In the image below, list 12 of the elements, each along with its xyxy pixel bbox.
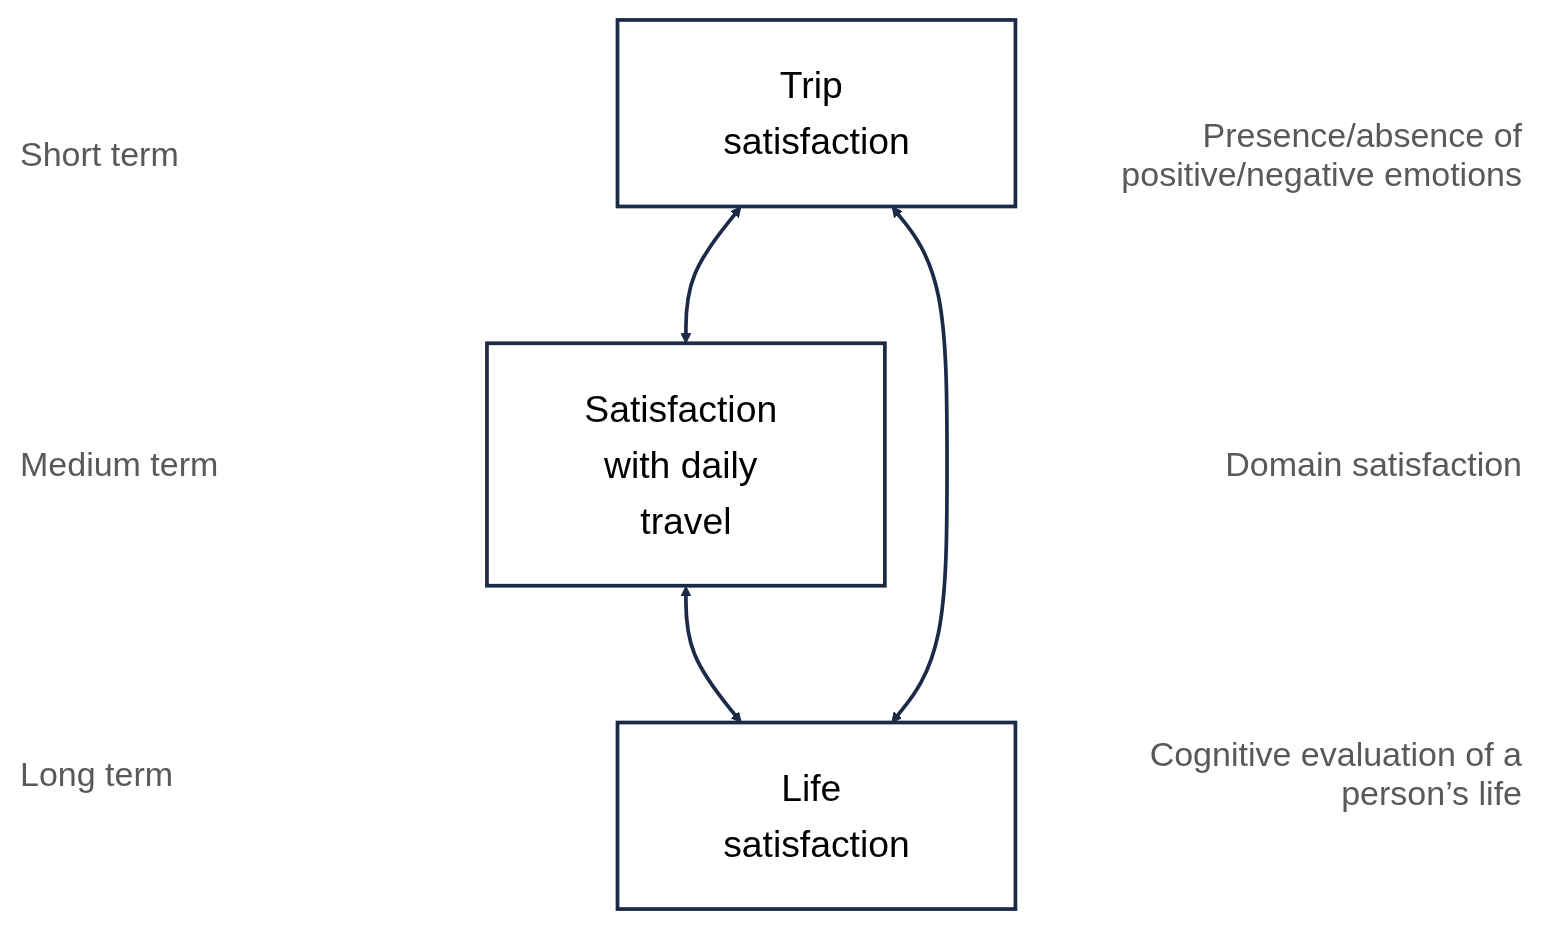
node-box: Trip satisfaction	[615, 18, 1018, 209]
row-label: Medium term	[20, 445, 219, 484]
node-box: Life satisfaction	[615, 720, 1018, 911]
description-text: Presence/absence of positive/negative emotions	[1120, 115, 1522, 194]
arrow	[680, 585, 742, 723]
description-text: Cognitive evaluation of a person’s life	[1148, 735, 1522, 814]
arrow	[891, 206, 949, 723]
arrow	[680, 206, 742, 344]
row-label: Short term	[20, 135, 179, 175]
description-text: Domain satisfaction	[1225, 445, 1522, 484]
row-label: Long term	[20, 754, 174, 794]
node-box: Satisfaction with daily travel	[484, 341, 887, 588]
